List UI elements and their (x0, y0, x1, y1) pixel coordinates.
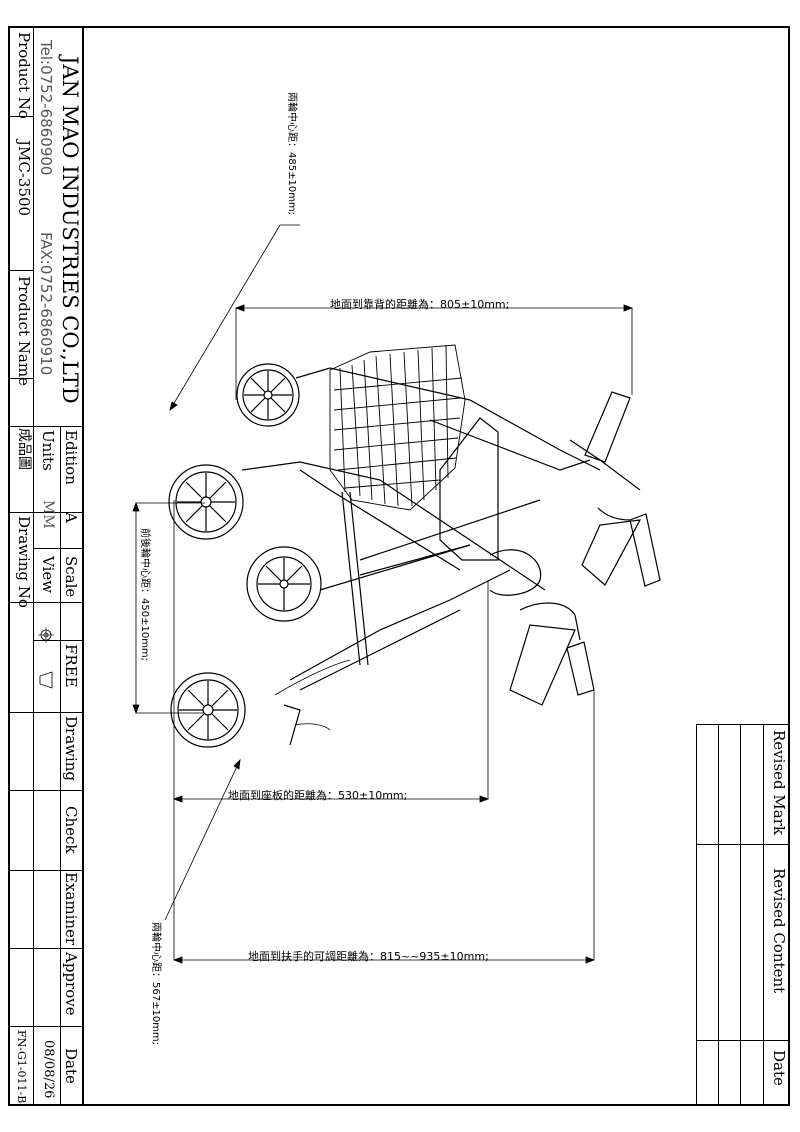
wheel-rear-bottom (246, 546, 322, 622)
dim-rear-track: 兩輪中心距：485±10mm; (286, 92, 297, 216)
dim-handle-height: 地面到扶手的可調距離為：815~~935±10mm; (248, 950, 489, 963)
wheel-front-bottom (170, 672, 246, 748)
wheel-rear-top (236, 363, 300, 427)
handle-upper (581, 507, 661, 587)
dim-backrest-height: 地面到靠背的距離為：805±10mm; (330, 298, 510, 311)
dim-front-track: 兩輪中心距：567±10mm; (150, 922, 161, 1046)
handle-lower (509, 602, 595, 706)
wheel-front-top (168, 464, 244, 540)
dim-seat-height: 地面到座板的距離為：530±10mm; (228, 789, 408, 802)
dimension-lines (132, 224, 634, 964)
basket (329, 344, 466, 511)
frame (241, 367, 641, 691)
dim-wheelbase: 前後輪中心距：450±10mm; (139, 528, 150, 662)
drawing-sheet (8, 26, 790, 1106)
